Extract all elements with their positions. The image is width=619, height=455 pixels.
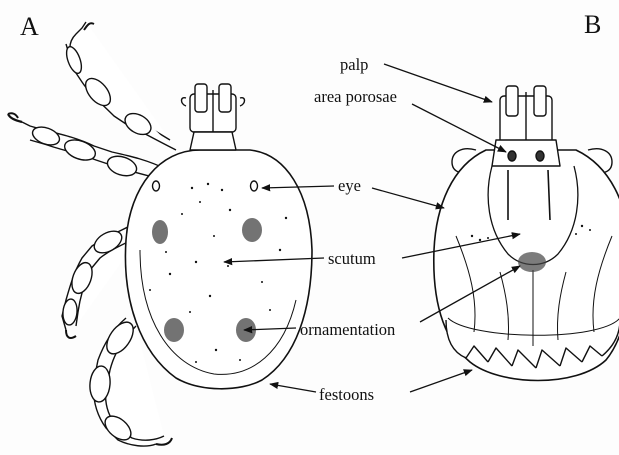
label-scutum: scutum: [328, 251, 376, 268]
label-festoons: festoons: [319, 387, 374, 404]
label-ornamentation: ornamentation: [300, 322, 395, 339]
tick-a-body-outline: [125, 150, 312, 389]
arrow-festoons-a: [270, 384, 316, 392]
tick-a-leg-1: [64, 22, 176, 150]
tick-b-drawing: [434, 86, 619, 381]
panel-label-b: B: [584, 12, 601, 38]
panel-label-a: A: [20, 14, 39, 40]
label-eye: eye: [338, 178, 361, 195]
label-area-porosae: area porosae: [314, 89, 397, 106]
arrow-festoons-b: [410, 370, 472, 392]
arrow-area-porosae: [412, 104, 506, 152]
arrow-palp: [384, 64, 492, 102]
label-palp: palp: [340, 57, 368, 74]
tick-b-capitulum: [492, 86, 560, 166]
tick-b-ornamentation: [518, 252, 546, 272]
area-porosae-right: [536, 151, 544, 161]
tick-a-capitulum: [182, 84, 245, 150]
arrow-eye-b: [372, 188, 444, 208]
area-porosae-left: [508, 151, 516, 161]
